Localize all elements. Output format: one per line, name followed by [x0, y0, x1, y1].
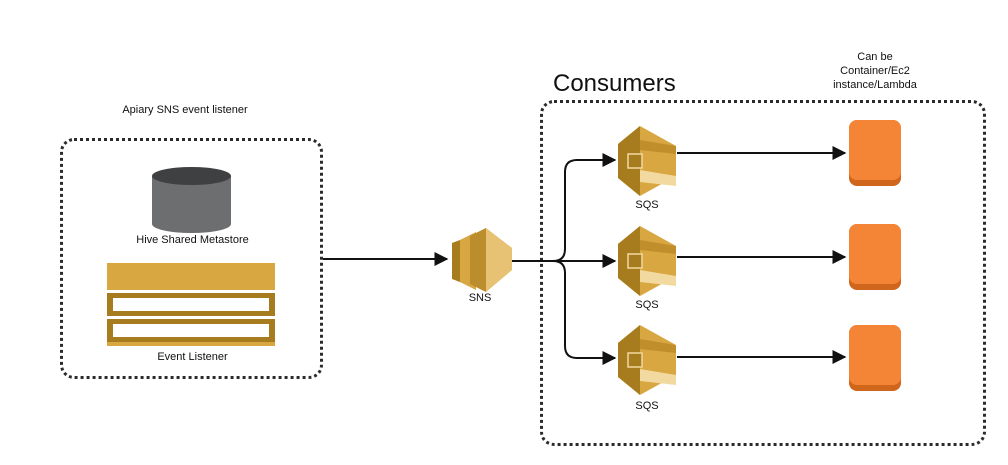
- compute-note-line2: Container/Ec2: [840, 65, 910, 77]
- listener-group-title: Apiary SNS event listener: [122, 104, 248, 116]
- arrow-sns-to-sqs-3: [512, 260, 617, 365]
- sqs-label-3: SQS: [635, 400, 659, 412]
- event-listener-icon: [107, 263, 275, 346]
- sqs-icon-1: [618, 126, 676, 196]
- compute-instance-icon-1: [849, 120, 901, 186]
- compute-note: Can be Container/Ec2 instance/Lambda: [810, 50, 940, 92]
- consumers-title: Consumers: [553, 70, 676, 97]
- compute-note-line1: Can be: [857, 51, 893, 63]
- compute-instance-icon-2: [849, 224, 901, 290]
- sns-label: SNS: [468, 292, 492, 304]
- event-listener-label: Event Listener: [157, 351, 228, 363]
- metastore-label: Hive Shared Metastore: [136, 234, 249, 246]
- sqs-label-2: SQS: [635, 299, 659, 311]
- consumers-box: [540, 100, 986, 446]
- fanout-connectors: [512, 153, 617, 365]
- sqs-icon-2: [618, 226, 676, 296]
- compute-note-line3: instance/Lambda: [833, 79, 917, 91]
- database-icon: [152, 167, 231, 233]
- sqs-label-1: SQS: [635, 199, 659, 211]
- listener-group-box: [60, 138, 323, 379]
- sns-icon: [452, 228, 512, 292]
- compute-instance-icon-3: [849, 325, 901, 391]
- sqs-icon-3: [618, 325, 676, 395]
- arrow-sns-to-sqs-1: [512, 153, 617, 262]
